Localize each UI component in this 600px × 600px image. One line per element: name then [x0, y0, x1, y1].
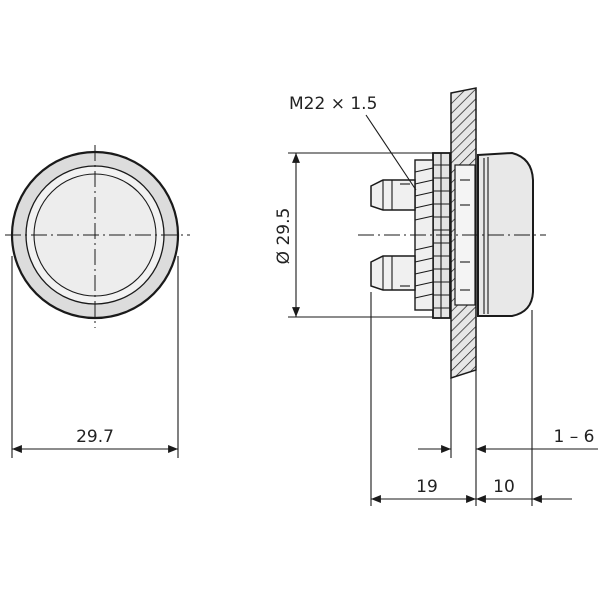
button-cap: [477, 151, 534, 317]
depth-front-label: 10: [493, 477, 515, 497]
front-width-label: 29.7: [76, 427, 114, 447]
latch-clip-top: [370, 179, 416, 211]
side-view: Ø 29.5 M22 × 1.5 1 – 6 19 10: [274, 87, 598, 506]
depth-rear-label: 19: [416, 477, 438, 497]
panel-range-label: 1 – 6: [554, 427, 595, 447]
thread-lines: [414, 167, 434, 299]
front-view: 29.7: [5, 145, 190, 458]
thread-label: M22 × 1.5: [289, 94, 377, 114]
latch-clip-bottom: [370, 255, 416, 291]
diameter-label: Ø 29.5: [274, 208, 294, 265]
thread-leader-line: [365, 114, 417, 191]
